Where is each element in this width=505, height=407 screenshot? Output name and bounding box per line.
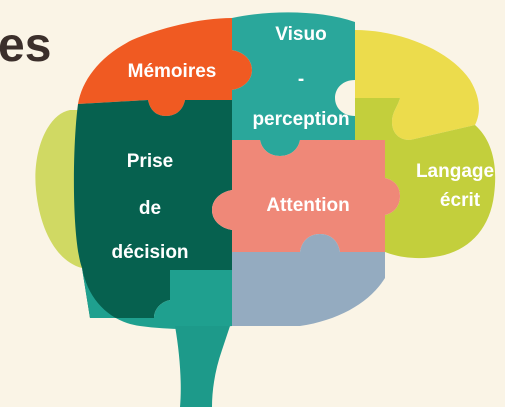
attention-label: Attention [266,195,350,216]
visuo-perception-piece [232,12,355,156]
brainstem-piece [175,326,230,407]
visuo-label-line2: - [297,69,305,90]
lower-left-piece [82,268,232,329]
prise-label-line2: de [138,198,162,219]
attention-piece [212,140,400,252]
lower-middle-piece [232,234,385,326]
memoires-label: Mémoires [127,61,217,82]
memoires-piece [78,18,252,116]
langage-ecrit-piece [355,98,496,259]
prise-label-line1: Prise [126,151,174,172]
langage-label-line1: Langage [415,161,495,182]
langage-label-line2: écrit [439,190,481,211]
prise-label-line3: décision [111,242,189,263]
heading-fragment: es [0,19,52,72]
prise-de-decision-piece [73,100,233,318]
visuo-label-line1: Visuo [275,24,327,45]
visuo-label-line3: perception [252,109,350,130]
upper-right-piece [355,30,479,140]
